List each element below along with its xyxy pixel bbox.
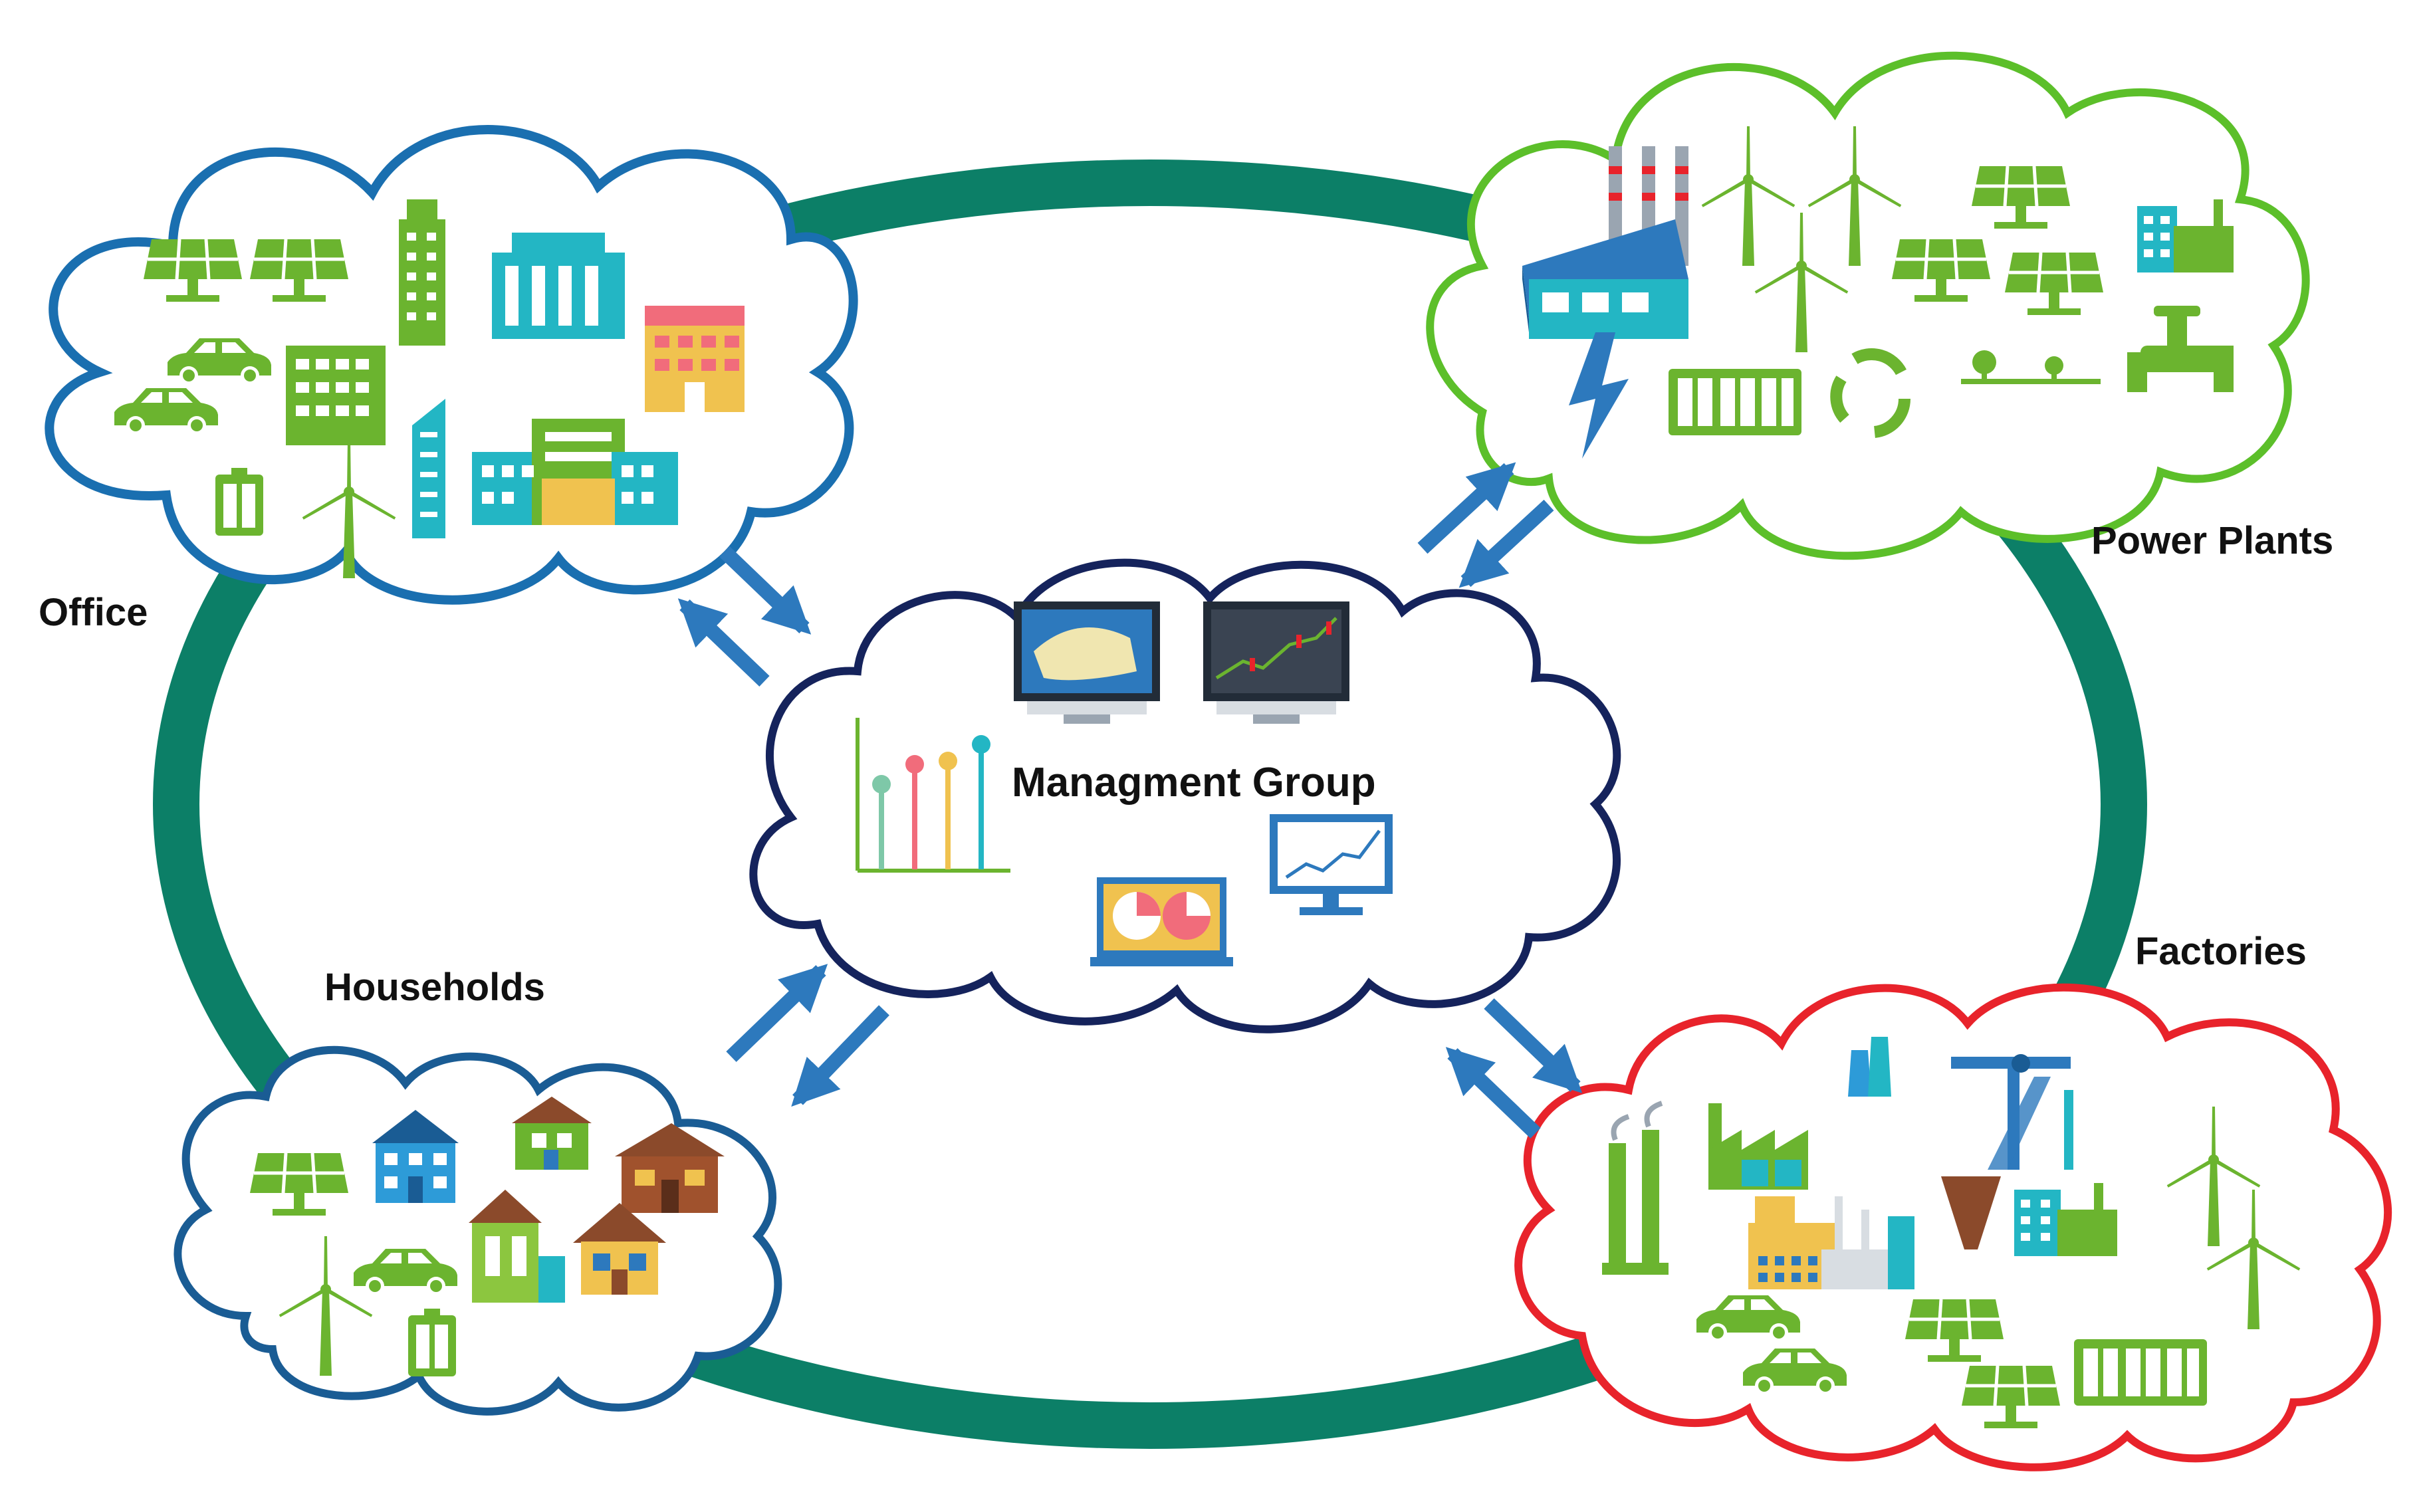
arrow-households-to-management	[726, 964, 828, 1062]
pie-chart-laptop-icon	[1090, 877, 1233, 966]
office-icons	[114, 199, 745, 578]
factory-icon	[1708, 1103, 1808, 1190]
cooling-tower-icon	[1848, 1037, 1891, 1097]
lightning-icon	[1569, 332, 1629, 459]
arrow-management-to-factories	[1484, 998, 1583, 1093]
management-cloud	[749, 558, 1621, 1033]
office-tower-icon	[399, 199, 445, 346]
power-plant-icon	[1522, 146, 1688, 339]
drill-icon	[1941, 1176, 2001, 1249]
power-plants-label: Power Plants	[2091, 519, 2334, 562]
stock-chart-monitor-icon	[1203, 601, 1349, 724]
arrow-management-to-office	[677, 598, 770, 687]
energy-monitor-icon	[1014, 601, 1160, 724]
office-campus-icon	[472, 419, 678, 525]
factory-icons	[1602, 1037, 2301, 1428]
tree-line-icon	[1961, 350, 2101, 384]
line-chart-monitor-icon	[1270, 814, 1393, 915]
arrow-power-to-management	[1458, 499, 1554, 588]
management-group-label: Managment Group	[1012, 760, 1376, 806]
battery-icon	[215, 468, 263, 536]
skyscraper-icon	[412, 399, 445, 538]
arrow-management-to-power	[1417, 462, 1516, 554]
oil-pump-icon	[1951, 1054, 2073, 1170]
house-icon	[615, 1123, 725, 1213]
plug-bar-chart-icon	[856, 718, 1010, 873]
flow-arrows	[677, 462, 1583, 1138]
households-label: Households	[324, 966, 545, 1009]
hotel-building-icon	[645, 306, 745, 412]
battery-bank-icon	[1669, 369, 1801, 435]
factory-icon	[2014, 1183, 2117, 1256]
battery-icon	[408, 1309, 456, 1376]
factory-icon	[1748, 1196, 1914, 1289]
water-tap-icon	[2127, 306, 2234, 392]
house-icon	[512, 1097, 592, 1170]
office-complex-icon	[492, 233, 625, 339]
arrow-factories-to-management	[1445, 1047, 1541, 1138]
chimney-icon	[1602, 1101, 1669, 1275]
management-icons	[856, 601, 1393, 966]
power-plant-icons	[1522, 126, 2234, 459]
office-label: Office	[39, 591, 148, 634]
office-building-icon	[286, 346, 386, 445]
house-icon	[372, 1110, 459, 1203]
factory-icon	[2137, 199, 2234, 272]
recycle-icon	[1830, 348, 1911, 438]
connection-ring	[153, 160, 2147, 1449]
arrow-management-to-households	[791, 1005, 889, 1107]
house-icon	[469, 1190, 565, 1303]
arrow-office-to-management	[719, 546, 812, 635]
factories-label: Factories	[2135, 930, 2307, 973]
household-icons	[250, 1097, 725, 1376]
battery-bank-icon	[2074, 1339, 2207, 1406]
